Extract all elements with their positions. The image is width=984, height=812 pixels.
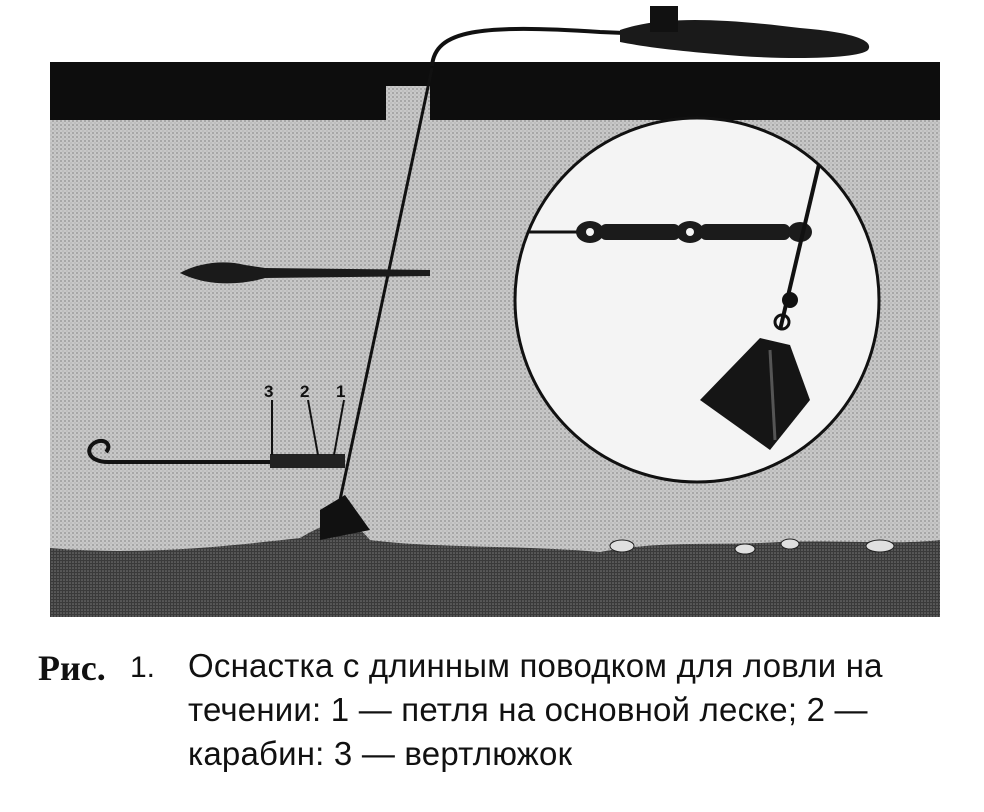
fishing-rod xyxy=(430,6,870,67)
leader-with-hook xyxy=(87,439,345,468)
part-number-labels: 3 2 1 xyxy=(264,382,345,401)
caption-number: 1. xyxy=(130,651,156,684)
caption-line-1: Оснастка с длинным поводком для ловли на xyxy=(188,647,883,684)
part-label-1: 1 xyxy=(336,382,345,401)
sinker xyxy=(320,495,370,540)
magnified-inset xyxy=(513,116,881,484)
caption-line-2: течении: 1 — петля на основной леске; 2 … xyxy=(188,691,868,728)
caption-line-3: карабин: 3 — вертлюжок xyxy=(188,735,573,772)
part-pointers xyxy=(271,399,345,456)
fish xyxy=(180,262,430,284)
main-line xyxy=(338,67,434,501)
part-label-2: 2 xyxy=(300,382,309,401)
riverbed xyxy=(50,522,940,617)
inset-sinker xyxy=(700,338,810,450)
caption-text: Оснастка с длинным поводком для ловли на… xyxy=(188,644,968,776)
part-label-3: 3 xyxy=(264,382,273,401)
fishing-rig-illustration: 3 2 1 xyxy=(50,6,940,617)
figure-caption: Рис. 1. Оснастка с длинным поводком для … xyxy=(38,644,968,776)
swivel-chain xyxy=(576,221,812,243)
pebbles xyxy=(609,538,895,555)
ice-surface xyxy=(50,62,940,120)
caption-label: Рис. xyxy=(38,648,106,688)
